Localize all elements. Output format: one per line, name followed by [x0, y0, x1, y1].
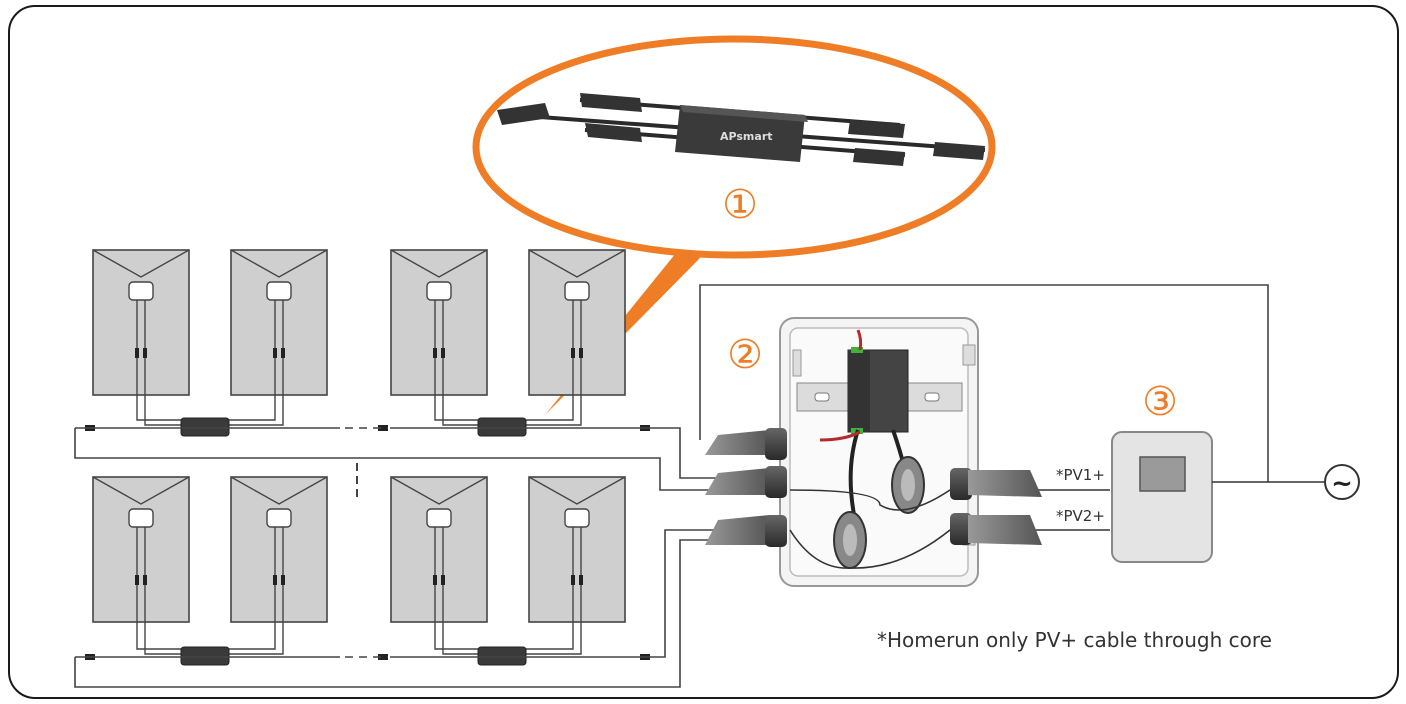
pv-lead-wire [442, 300, 487, 426]
pv1-cable [789, 489, 1110, 511]
pv-junction-box [128, 281, 154, 301]
mc4-connector [281, 348, 285, 358]
pv-panel-edge [230, 249, 328, 278]
pv-panel [195, 476, 328, 655]
inverter-body [1111, 431, 1213, 563]
mc4-connector [579, 348, 583, 358]
mc4-connector [135, 575, 139, 585]
pv-lead-wire [434, 527, 487, 650]
top-string-return-wire [74, 428, 730, 491]
mc4-connector [273, 575, 277, 585]
mc4-connector [571, 575, 575, 585]
pv-panel [92, 476, 190, 655]
pv2-label: *PV2+ [1056, 507, 1105, 525]
pv-panel-edge [528, 249, 626, 278]
bottom-string-return-wire [74, 539, 720, 688]
pv-junction-box [128, 508, 154, 528]
mc4-connector [441, 348, 445, 358]
callout-number-1: ① [722, 182, 758, 228]
cable-glands-right [950, 468, 1042, 545]
mc4-connector [433, 575, 437, 585]
pv1-label: *PV1+ [1056, 466, 1105, 484]
pv-panel-array [85, 249, 650, 666]
diagram-frame [8, 5, 1399, 699]
pv-lead-wire [136, 527, 189, 650]
pv-panel-edge [390, 476, 488, 505]
bottom-string-bus-right [390, 529, 720, 658]
pv-panel-frame [390, 476, 488, 623]
pv-panel [390, 249, 488, 426]
pv-panel-edge [92, 476, 190, 505]
pv-panel-frame [230, 476, 328, 623]
pv-panel [390, 476, 488, 655]
pv-panel [493, 476, 626, 655]
pv-panel-edge [528, 476, 626, 505]
rapid-shutdown-device-image: APsmart [497, 93, 986, 166]
rapid-shutdown-device [477, 646, 527, 666]
mc4-connector [273, 348, 277, 358]
pv-junction-box [564, 508, 590, 528]
pv-panel [195, 249, 328, 426]
pv-junction-box [266, 508, 292, 528]
mc4-connector [441, 575, 445, 585]
pv-junction-box [564, 281, 590, 301]
pv-panel-edge [230, 476, 328, 505]
pv-panel-frame [390, 249, 488, 396]
communication-loop-wire [699, 284, 1269, 482]
pv-panel-edge [92, 249, 190, 278]
ac-grid-connection: ~ [1212, 464, 1360, 500]
string-wiring [74, 284, 1269, 688]
pv-lead-wire [136, 300, 189, 421]
pv-junction-box [266, 281, 292, 301]
pv-lead-wire [434, 300, 487, 421]
homerun-note: *Homerun only PV+ cable through core [877, 628, 1272, 652]
mc4-connector [433, 348, 437, 358]
pv-panel-frame [92, 476, 190, 623]
pv-panel-frame [92, 249, 190, 396]
mc4-connector [143, 575, 147, 585]
pv-panel-frame [528, 476, 626, 623]
callout-number-3: ③ [1142, 379, 1178, 425]
bus-connector [378, 654, 388, 660]
pv2-cable [789, 529, 1110, 569]
top-string-bus-right [390, 427, 730, 479]
mc4-connector [281, 575, 285, 585]
mc4-connector [135, 348, 139, 358]
mc4-connector [143, 348, 147, 358]
pv-panel-edge [390, 249, 488, 278]
pv-panel [493, 249, 626, 426]
pv-lead-wire [442, 527, 487, 655]
pv-panel [92, 249, 190, 426]
rapid-shutdown-device [180, 417, 230, 437]
junction-box: ② [705, 317, 1110, 587]
inverter-display [1139, 456, 1186, 492]
pv-junction-box [426, 281, 452, 301]
pv-panel-frame [528, 249, 626, 396]
rapid-shutdown-device [477, 417, 527, 437]
device-brand-label: APsmart [720, 130, 773, 143]
inverter: ③ *PV1+ *PV2+ [1056, 379, 1213, 563]
pv-lead-wire [144, 300, 189, 426]
cable-glands-left [705, 428, 787, 547]
bus-connector [378, 425, 388, 431]
pv-junction-box [426, 508, 452, 528]
mc4-connector [571, 348, 575, 358]
pv-panel-frame [230, 249, 328, 396]
ac-symbol-circle [1324, 464, 1360, 500]
pv-lead-wire [144, 527, 189, 655]
rapid-shutdown-device [180, 646, 230, 666]
ac-sine-icon: ~ [1331, 469, 1353, 499]
mc4-connector [579, 575, 583, 585]
callout-number-2: ② [727, 332, 763, 378]
